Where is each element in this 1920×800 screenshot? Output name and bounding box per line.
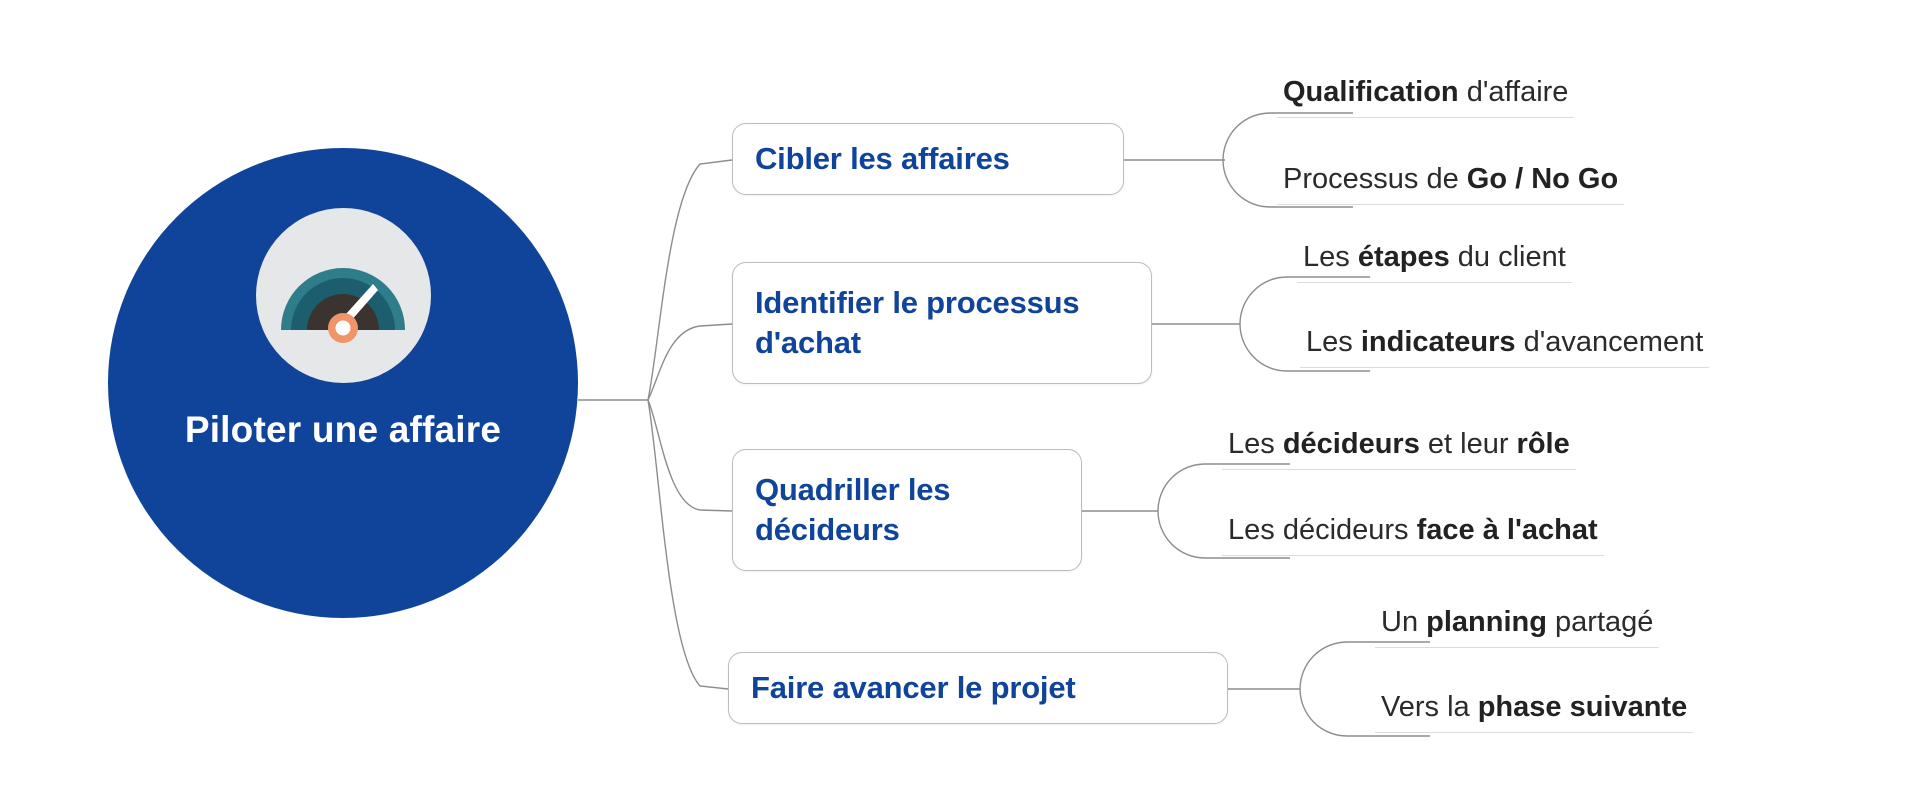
leaf-item[interactable]: Un planning partagé: [1375, 605, 1660, 648]
central-node[interactable]: Piloter une affaire: [108, 148, 578, 618]
branch-label-2: Quadriller les décideurs: [755, 472, 951, 547]
leaf-item[interactable]: Les étapes du client: [1297, 240, 1572, 283]
leaf-item[interactable]: Processus de Go / No Go: [1277, 162, 1625, 205]
central-node-label: Piloter une affaire: [184, 409, 502, 450]
branch-label-0: Cibler les affaires: [755, 141, 1010, 177]
branch-label-1: Identifier le processus d'achat: [755, 285, 1080, 360]
leaf-item[interactable]: Les décideurs et leur rôle: [1222, 427, 1576, 470]
branch-box-faire-avancer-le-projet[interactable]: Faire avancer le projet: [728, 652, 1228, 724]
leaf-item[interactable]: Qualification d'affaire: [1277, 75, 1575, 118]
branch-box-quadriller-les-decideurs[interactable]: Quadriller les décideurs: [732, 449, 1082, 571]
gauge-icon-disc: [255, 208, 431, 383]
branch-connector-3: [647, 399, 729, 690]
branch-box-identifier-le-processus-dachat[interactable]: Identifier le processus d'achat: [732, 262, 1152, 384]
branch-label-3: Faire avancer le projet: [751, 670, 1076, 706]
leaf-item[interactable]: Les décideurs face à l'achat: [1222, 513, 1604, 556]
gauge-icon: [281, 267, 405, 343]
branch-connector-2: [647, 399, 733, 512]
leaf-item[interactable]: Vers la phase suivante: [1375, 690, 1694, 733]
leaf-item[interactable]: Les indicateurs d'avancement: [1300, 325, 1710, 368]
branch-connector-0: [647, 159, 733, 401]
branch-box-cibler-les-affaires[interactable]: Cibler les affaires: [732, 123, 1124, 195]
branch-connector-1: [647, 323, 733, 401]
